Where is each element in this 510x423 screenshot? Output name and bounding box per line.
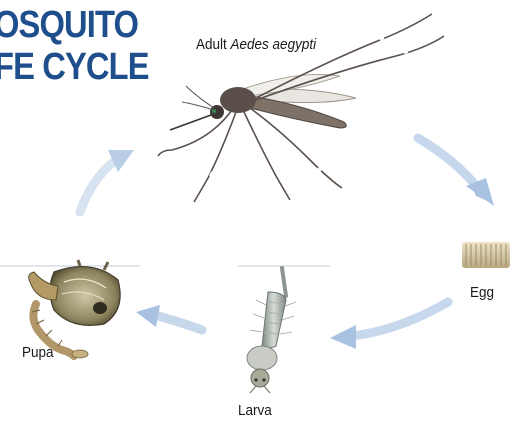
larva-illustration	[247, 268, 296, 393]
adult-species-name: Aedes aegypti	[231, 36, 317, 53]
egg-illustration	[462, 242, 510, 268]
arrow-pupa-to-adult	[80, 150, 134, 212]
adult-label: Adult Aedes aegypti	[196, 36, 316, 53]
arrow-egg-to-larva	[330, 302, 448, 349]
arrow-larva-to-pupa	[136, 305, 202, 330]
adult-label-prefix: Adult	[196, 36, 231, 53]
egg-label: Egg	[470, 284, 494, 301]
larva-label: Larva	[238, 402, 272, 419]
pupa-label: Pupa	[22, 344, 54, 361]
arrow-adult-to-egg	[418, 138, 494, 206]
